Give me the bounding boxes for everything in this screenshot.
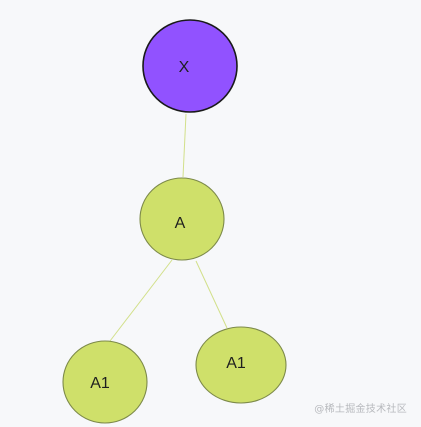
node-x: X <box>142 19 238 113</box>
node-a1-left-label: A1 <box>90 375 110 392</box>
edge-a-to-a1-left <box>109 259 173 342</box>
node-x-circle <box>142 19 238 113</box>
node-a-circle <box>139 177 225 261</box>
node-a1-left: A1 <box>62 340 148 424</box>
node-x-label: X <box>179 59 190 76</box>
node-a1-left-circle <box>62 340 148 424</box>
node-a: A <box>139 177 225 261</box>
watermark: @稀土掘金技术社区 <box>314 404 407 415</box>
node-a1-right-label: A1 <box>226 355 246 372</box>
edge-a-to-a1-right <box>195 260 228 329</box>
edge-x-to-a <box>182 113 187 178</box>
node-a1-right-circle <box>195 326 287 404</box>
node-a1-right: A1 <box>195 326 287 404</box>
node-a-label: A <box>175 215 186 232</box>
